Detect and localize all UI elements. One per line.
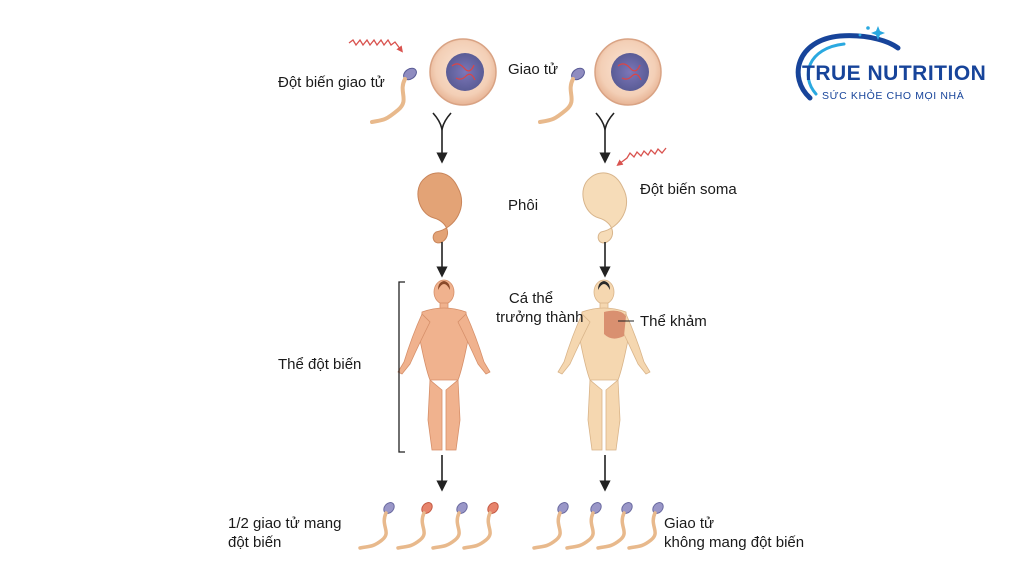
logo-swoosh-icon <box>795 26 901 101</box>
label-adult-line1: Cá thể <box>508 290 554 307</box>
mutant-bracket <box>398 281 405 453</box>
sperm-icon <box>538 67 585 124</box>
sperm-row-right <box>532 502 664 550</box>
logo-subtitle: SỨC KHỎE CHO MỌI NHÀ <box>822 90 965 102</box>
sperm-icon <box>396 502 433 550</box>
sperm-icon <box>370 67 417 124</box>
label-gametes-none: Giao tử không mang đột biến <box>664 514 804 552</box>
embryo-icon <box>582 172 628 244</box>
label-germline-mutation: Đột biến giao tử <box>278 74 385 91</box>
sperm-icon <box>565 502 602 550</box>
sperm-icon <box>462 502 499 550</box>
label-gametes-none-line1: Giao tử <box>664 515 715 532</box>
embryo-icon <box>417 172 463 244</box>
label-adult-line2: trưởng thành <box>496 309 584 326</box>
fertilization-symbol-icon <box>432 112 452 131</box>
label-half-gametes: 1/2 giao tử mang đột biến <box>228 514 341 552</box>
radiation-wave-icon <box>348 38 403 53</box>
label-half-gametes-line1: 1/2 giao tử mang <box>228 515 342 532</box>
label-adult: Cá thể trưởng thành <box>496 289 584 327</box>
sperm-icon <box>596 502 633 550</box>
human-figure-icon <box>397 279 491 451</box>
fertilization-symbol-icon <box>595 112 615 131</box>
sperm-row-left <box>358 502 499 550</box>
sperm-icon <box>431 502 468 550</box>
sperm-icon <box>532 502 569 550</box>
label-gamete: Giao tử <box>508 61 559 78</box>
sperm-icon <box>627 502 664 550</box>
label-embryo: Phôi <box>508 197 539 214</box>
sperm-icon <box>358 502 395 550</box>
mosaic-patch <box>604 310 626 339</box>
egg-cell-icon <box>594 38 662 106</box>
radiation-wave-icon <box>616 147 667 166</box>
label-gametes-none-line2: không mang đột biến <box>664 534 805 551</box>
brand-logo: TRUE NUTRITION SỨC KHỎE CHO MỌI NHÀ <box>780 18 1000 108</box>
human-figure-icon <box>557 279 651 451</box>
label-half-gametes-line2: đột biến <box>228 534 282 551</box>
label-mosaic: Thể khảm <box>640 313 707 330</box>
label-somatic-mutation: Đột biến soma <box>640 181 737 198</box>
label-mutant: Thể đột biến <box>278 356 362 373</box>
egg-cell-icon <box>429 38 497 106</box>
logo-title: TRUE NUTRITION <box>802 62 987 85</box>
